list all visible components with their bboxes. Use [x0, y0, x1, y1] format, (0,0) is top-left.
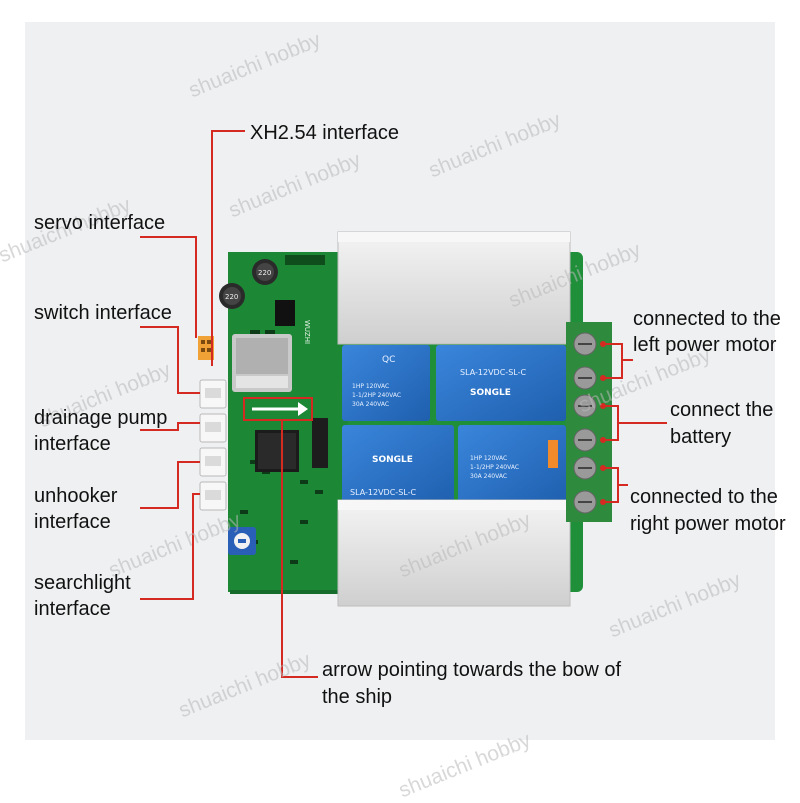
right-motor-dot-1 [600, 465, 606, 471]
relay-top-left: QC 1HP 120VAC 1-1/2HP 240VAC 30A 240VAC [342, 345, 430, 421]
leader-searchlight [140, 493, 200, 600]
battery-dot-2 [600, 437, 606, 443]
board-label-wuzhi: WUZHI [303, 320, 311, 344]
top-pin-header [285, 255, 325, 265]
wifi-module [232, 334, 292, 392]
battery-dot-1 [600, 403, 606, 409]
svg-text:220: 220 [258, 269, 271, 277]
svg-text:30A 240VAC: 30A 240VAC [352, 401, 389, 408]
label-battery-line2: battery [670, 426, 732, 448]
label-searchlight-line2: interface [34, 598, 111, 620]
label-unhooker-line2: interface [34, 511, 111, 533]
bow-arrow-marking [243, 397, 313, 421]
svg-text:SLA-12VDC-SL-C: SLA-12VDC-SL-C [460, 368, 526, 377]
label-unhooker-line1: unhooker [34, 485, 118, 507]
fuse [548, 440, 558, 468]
label-left-motor-line2: left power motor [633, 334, 777, 356]
svg-text:1HP 120VAC: 1HP 120VAC [470, 455, 507, 462]
svg-text:1-1/2HP 240VAC: 1-1/2HP 240VAC [352, 392, 401, 399]
svg-text:1-1/2HP 240VAC: 1-1/2HP 240VAC [470, 464, 519, 471]
relay-bottom-left: SONGLE SLA-12VDC-SL-C [342, 425, 454, 505]
leader-servo [140, 236, 197, 338]
leader-arrow [281, 420, 318, 678]
label-switch-interface: switch interface [34, 302, 172, 324]
servo-header [198, 336, 214, 360]
svg-text:SLA-12VDC-SL-C: SLA-12VDC-SL-C [350, 488, 416, 497]
svg-text:QC: QC [382, 355, 395, 365]
svg-text:SONGLE: SONGLE [470, 388, 511, 398]
regulator-chip [275, 300, 295, 326]
svg-text:220: 220 [225, 293, 238, 301]
label-right-motor-line2: right power motor [630, 513, 786, 535]
label-right-motor-line1: connected to the [630, 486, 778, 508]
relay-top-right: SLA-12VDC-SL-C SONGLE [436, 345, 566, 421]
terminal-block [566, 322, 612, 522]
label-arrow-bow-line2: the ship [322, 686, 393, 708]
leader-lines [140, 130, 667, 678]
label-left-motor-line1: connected to the [633, 308, 781, 330]
capacitor-1: 220 [252, 259, 278, 285]
right-motor-dot-2 [600, 499, 606, 505]
svg-text:30A 240VAC: 30A 240VAC [470, 473, 507, 480]
svg-text:SONGLE: SONGLE [372, 455, 413, 465]
potentiometer [228, 527, 256, 555]
leader-drainage [140, 422, 200, 431]
svg-text:1HP 120VAC: 1HP 120VAC [352, 383, 389, 390]
label-drainage-pump-line2: interface [34, 433, 111, 455]
label-drainage-pump-line1: drainage pump [34, 407, 168, 429]
heatsink-bottom [337, 499, 571, 607]
leader-xh254 [211, 130, 245, 366]
header-block [312, 418, 328, 468]
left-motor-dot-1 [600, 341, 606, 347]
leader-unhooker [140, 461, 200, 509]
left-motor-dot-2 [600, 375, 606, 381]
label-xh254-interface: XH2.54 interface [250, 122, 399, 144]
label-searchlight-line1: searchlight [34, 572, 131, 594]
heatsink-top [337, 231, 571, 345]
relay-bottom-right: 1HP 120VAC 1-1/2HP 240VAC 30A 240VAC [458, 425, 566, 505]
main-ic [255, 430, 299, 472]
label-arrow-bow-line1: arrow pointing towards the bow of [322, 659, 622, 681]
leader-switch [140, 326, 200, 394]
label-battery-line1: connect the [670, 399, 774, 421]
label-servo-interface: servo interface [34, 212, 166, 234]
capacitor-2: 220 [219, 283, 245, 309]
jst-connectors [199, 379, 227, 511]
